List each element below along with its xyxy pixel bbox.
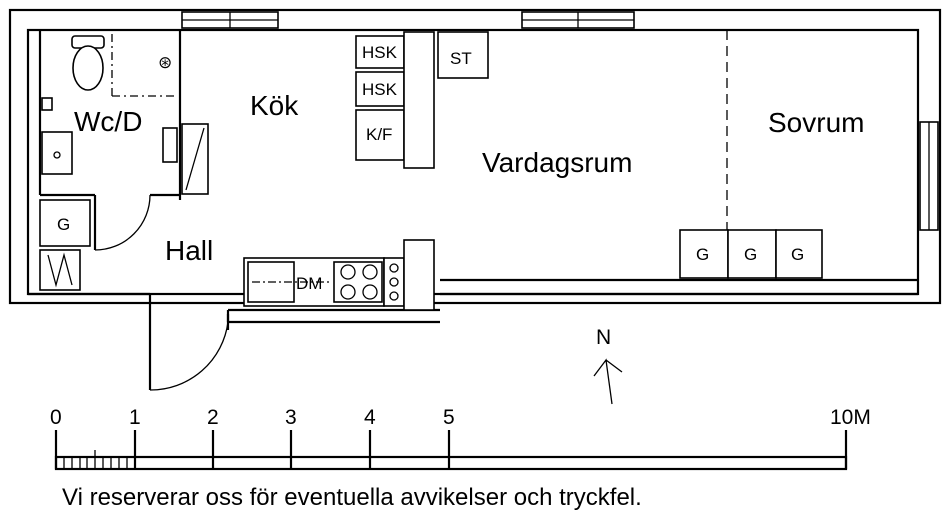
toilet-icon (71, 35, 105, 91)
compass-label: N (596, 326, 611, 349)
room-label-kitchen: Kök (250, 90, 299, 121)
kitchen-counter (243, 239, 435, 311)
scale-tick-3: 3 (285, 406, 297, 429)
svg-text:⊛: ⊛ (158, 53, 172, 72)
scale-tick-0: 0 (50, 406, 62, 429)
scale-tick-1: 1 (129, 406, 141, 429)
label-hsk-bottom: HSK (362, 80, 398, 99)
room-label-wc: Wc/D (74, 106, 142, 137)
scale-fine-ticks (63, 450, 128, 469)
window-bedroom (919, 121, 939, 231)
bath-wall-stub (41, 97, 53, 111)
sink-icon (41, 131, 73, 175)
label-hsk-top: HSK (362, 43, 398, 62)
hall-coat-rack (39, 249, 81, 291)
room-label-bedroom: Sovrum (768, 107, 864, 138)
scale-tick-2: 2 (207, 406, 219, 429)
hall-closet (39, 199, 91, 247)
label-dishwasher: DM (296, 274, 322, 293)
entrance-door (149, 314, 230, 391)
scale-tick-10m: 10M (830, 406, 871, 429)
scale-tick-4: 4 (364, 406, 376, 429)
disclaimer-text: Vi reserverar oss för eventuella avvikel… (62, 484, 642, 511)
label-closet-3: G (791, 245, 804, 264)
label-fridge: K/F (366, 125, 392, 144)
label-storage: ST (450, 49, 472, 68)
room-label-living: Vardagsrum (482, 147, 632, 178)
room-label-hall: Hall (165, 235, 213, 266)
north-arrow-icon (593, 358, 623, 405)
kitchen-cabinets (355, 31, 489, 169)
window-living (521, 11, 635, 29)
label-closet-1: G (696, 245, 709, 264)
scale-bar (54, 430, 848, 471)
window-kitchen (181, 11, 279, 29)
outer-walls (8, 8, 942, 390)
label-closet-hall: G (57, 215, 70, 234)
label-closet-2: G (744, 245, 757, 264)
wardrobes (679, 229, 823, 279)
bathroom-door (93, 194, 151, 251)
scale-tick-5: 5 (443, 406, 455, 429)
shower-area: ⊛ (111, 34, 178, 97)
sliding-door (162, 123, 209, 195)
